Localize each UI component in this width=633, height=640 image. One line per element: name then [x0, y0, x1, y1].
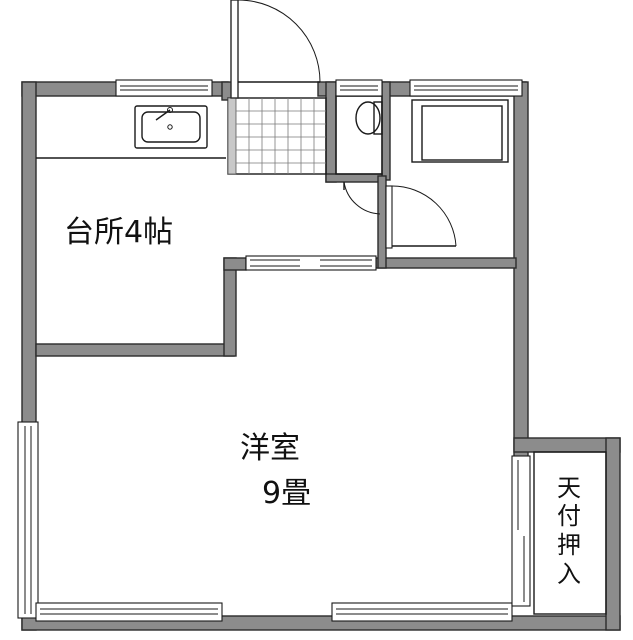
- bathroom-door: [385, 185, 457, 249]
- window-toilet: [335, 79, 383, 97]
- western-room-label: 洋室: [240, 431, 300, 466]
- window-bottom-right: [331, 602, 513, 622]
- window-bottom-left: [35, 602, 223, 622]
- toilet-door: [343, 181, 381, 215]
- closet-doors: [511, 455, 531, 607]
- kitchen-label: 台所4帖: [64, 215, 173, 250]
- entrance-tiles: [227, 97, 327, 175]
- window-kitchen-top: [115, 79, 213, 97]
- toilet: [335, 95, 383, 175]
- closet-label-4: 入: [557, 560, 581, 588]
- inner-walls: [35, 81, 517, 357]
- sliding-door: [245, 255, 377, 271]
- closet-label-2: 付: [557, 502, 581, 530]
- closet-label-1: 天: [557, 474, 581, 502]
- window-left: [17, 421, 39, 619]
- front-door: [230, 0, 321, 99]
- sink: [134, 105, 208, 149]
- western-room-size: 9畳: [262, 476, 311, 511]
- bathtub: [411, 99, 509, 163]
- closet-inner: [533, 451, 607, 615]
- window-bath: [409, 79, 523, 97]
- closet-label-3: 押: [557, 531, 581, 559]
